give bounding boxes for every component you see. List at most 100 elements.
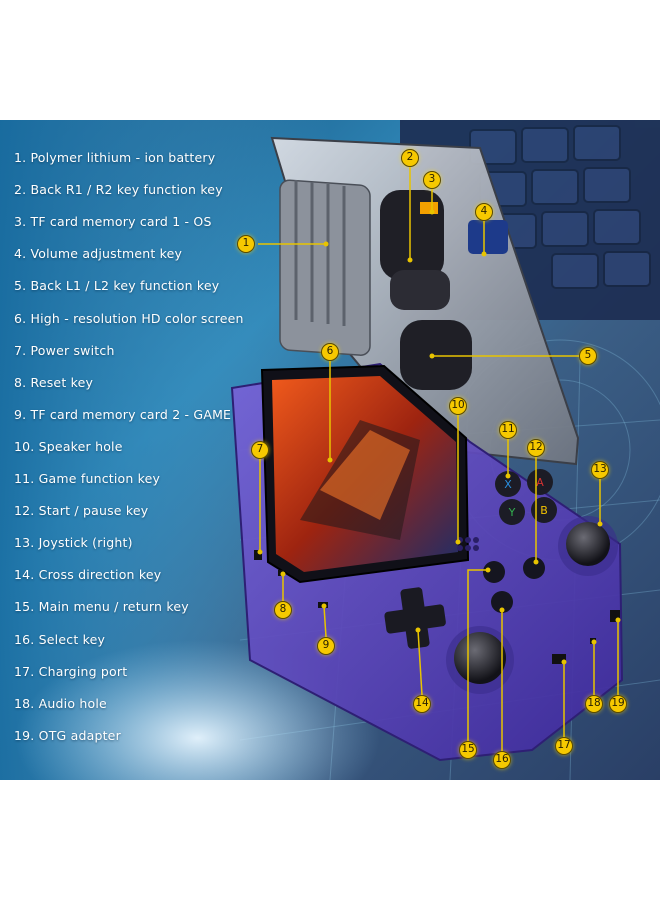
legend-item-label: Select key	[38, 631, 106, 647]
legend-item: 12. Start / pause key	[14, 503, 148, 518]
callout-marker: 14	[413, 695, 431, 713]
callout-target-dot	[455, 539, 461, 545]
legend-item-label: Start / pause key	[38, 503, 149, 519]
joystick-left	[454, 632, 506, 684]
l1-l2-trigger	[400, 320, 472, 390]
device-back-shell	[270, 136, 580, 466]
callout-marker: 16	[493, 751, 511, 769]
callout-leader-line	[417, 629, 423, 696]
legend-item-label: Game function key	[38, 471, 161, 486]
callout-marker: 17	[555, 737, 573, 755]
legend-item-number: 5.	[14, 278, 31, 294]
callout-leaders	[258, 167, 619, 751]
legend-item-label: Joystick (right)	[38, 535, 133, 551]
start-pause-key	[523, 557, 545, 579]
legend-item: 17. Charging port	[14, 664, 127, 679]
legend-item-number: 3.	[14, 214, 31, 230]
legend-item-label: Power switch	[30, 342, 115, 358]
button-y-label: Y	[508, 506, 516, 519]
callout-target-dot	[407, 257, 413, 263]
legend-item: 6. High - resolution HD color screen	[14, 311, 244, 326]
device-illustration: A X Y B	[0, 120, 660, 780]
legend-item-label: TF card memory card 1 - OS	[30, 214, 212, 230]
callout-target-dot	[591, 639, 597, 645]
legend-item-number: 11.	[14, 471, 39, 486]
device-front: A X Y B	[230, 362, 624, 762]
legend-item: 10. Speaker hole	[14, 439, 123, 454]
legend-item-label: Polymer lithium - ion battery	[30, 150, 216, 165]
joystick-right	[566, 522, 610, 566]
legend-item-label: Volume adjustment key	[30, 246, 183, 262]
callout-target-dot	[505, 473, 511, 479]
legend-item: 19. OTG adapter	[14, 728, 121, 743]
legend-item-label: Reset key	[30, 374, 94, 390]
legend-item: 5. Back L1 / L2 key function key	[14, 278, 219, 293]
callout-marker: 11	[499, 421, 517, 439]
callout-target-dot	[499, 607, 505, 613]
volume-key	[468, 220, 508, 254]
callout-target-dot	[533, 559, 539, 565]
legend-item: 16. Select key	[14, 632, 105, 647]
legend-item-label: Back R1 / R2 key function key	[30, 182, 223, 198]
power-switch	[254, 550, 262, 560]
callout-marker: 13	[591, 461, 609, 479]
legend-item-number: 12.	[14, 503, 39, 519]
game-function-keys: A X Y B	[495, 469, 557, 525]
callout-target-dot	[429, 209, 435, 215]
legend-item-number: 7.	[14, 342, 31, 358]
callout-targets	[257, 209, 621, 665]
callout-target-dot	[597, 521, 603, 527]
callout-marker: 15	[459, 741, 477, 759]
button-b-label: B	[540, 504, 548, 517]
legend-item-label: Audio hole	[38, 695, 107, 711]
legend-item: 13. Joystick (right)	[14, 535, 133, 550]
select-key	[491, 591, 513, 613]
callout-target-dot	[321, 603, 327, 609]
legend-item-number: 14.	[14, 567, 39, 583]
callout-marker: 5	[579, 347, 597, 365]
legend-item-label: High - resolution HD color screen	[30, 310, 244, 326]
callout-marker: 8	[274, 601, 292, 619]
legend-item-label: Charging port	[38, 663, 128, 679]
legend-item-label: Speaker hole	[38, 438, 123, 454]
callout-marker: 7	[251, 441, 269, 459]
legend-item: 1. Polymer lithium - ion battery	[14, 150, 215, 165]
callout-target-dot	[485, 567, 491, 573]
charging-port	[552, 654, 566, 664]
legend-item-label: Cross direction key	[38, 567, 162, 583]
tf-slot-1	[420, 202, 438, 214]
callout-marker: 10	[449, 397, 467, 415]
callout-target-dot	[257, 549, 263, 555]
callout-leader-line	[323, 605, 327, 638]
callout-marker: 2	[401, 149, 419, 167]
main-menu-key	[483, 561, 505, 583]
callout-target-dot	[415, 627, 421, 633]
legend-item: 7. Power switch	[14, 343, 115, 358]
legend-item: 18. Audio hole	[14, 696, 107, 711]
otg-adapter	[610, 610, 620, 622]
legend-item-number: 2.	[14, 182, 31, 198]
callout-marker: 12	[527, 439, 545, 457]
legend-item: 15. Main menu / return key	[14, 599, 189, 614]
legend-item-number: 17.	[14, 663, 39, 679]
callout-marker: 9	[317, 637, 335, 655]
callout-marker: 18	[585, 695, 603, 713]
legend-item-number: 8.	[14, 374, 31, 390]
button-a-label: A	[536, 476, 544, 489]
callout-target-dot	[280, 571, 286, 577]
legend-item: 14. Cross direction key	[14, 567, 161, 582]
legend-item: 4. Volume adjustment key	[14, 246, 182, 261]
legend-item: 2. Back R1 / R2 key function key	[14, 182, 223, 197]
legend-item-number: 15.	[14, 599, 39, 615]
legend-item-number: 6.	[14, 310, 31, 326]
callout-target-dot	[323, 241, 329, 247]
callout-marker: 19	[609, 695, 627, 713]
legend-item-label: TF card memory card 2 - GAME	[30, 406, 232, 422]
component-legend: 1. Polymer lithium - ion battery 2. Back …	[0, 120, 300, 780]
legend-item-number: 10.	[14, 438, 39, 454]
speaker-hole	[457, 537, 479, 551]
legend-item-label: OTG adapter	[38, 727, 121, 743]
legend-item-number: 9.	[14, 406, 31, 422]
callout-marker: 1	[237, 235, 255, 253]
legend-item-number: 4.	[14, 246, 31, 262]
